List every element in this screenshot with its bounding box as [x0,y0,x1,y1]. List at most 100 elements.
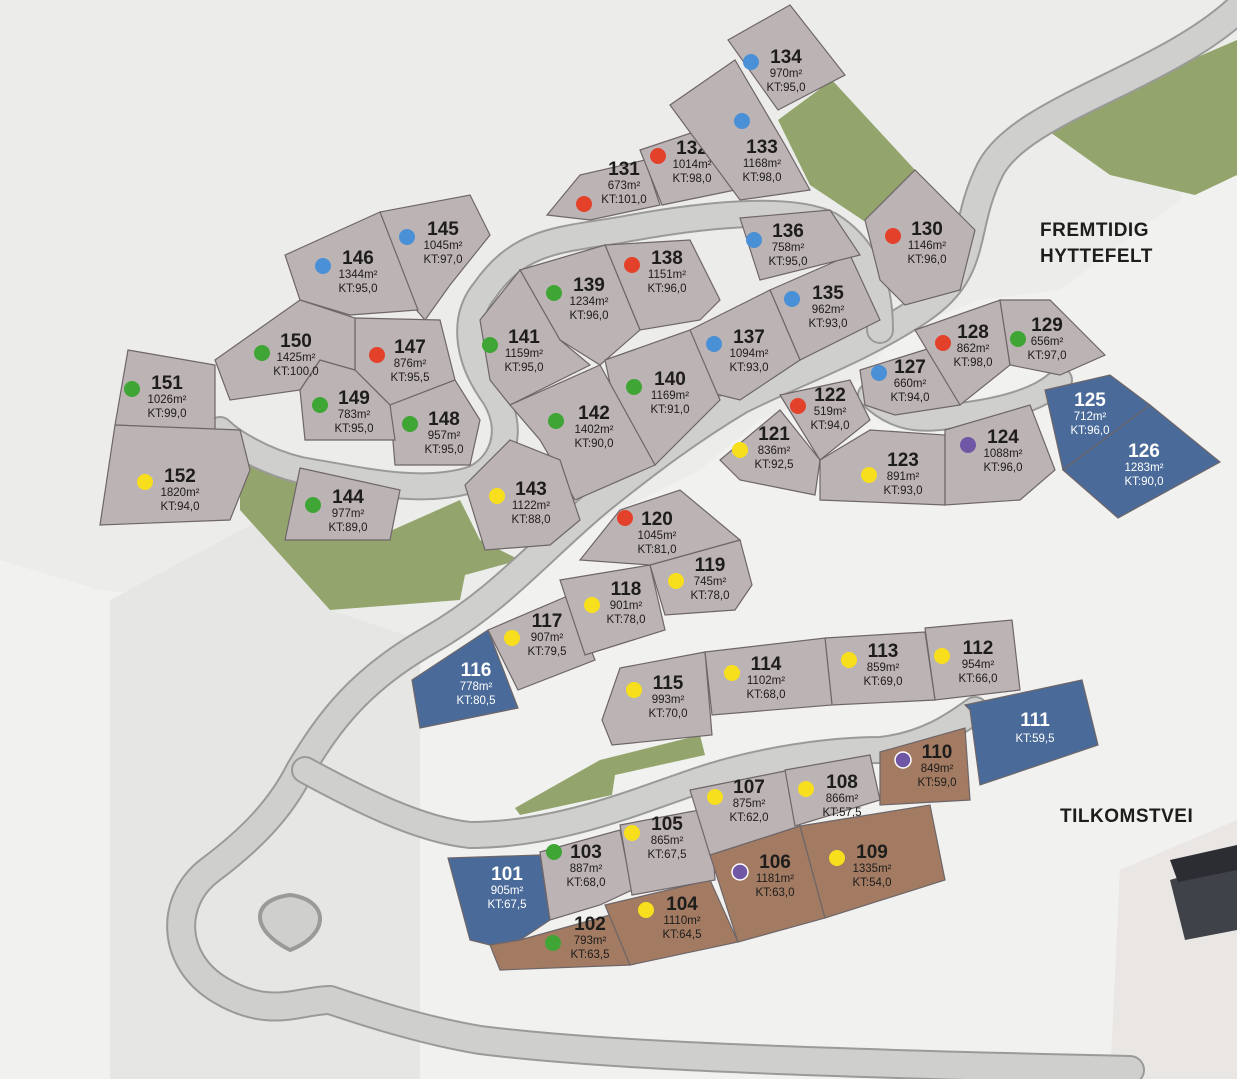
plot-116-shape[interactable] [411,629,519,729]
plot-number: 121 [758,424,790,445]
future-area-label-line2: HYTTEFELT [1040,246,1153,267]
status-dot-red-icon [576,196,592,212]
plot-130-shape[interactable] [864,169,976,306]
plot-120-shape[interactable] [578,489,742,566]
plot-elevation: KT:95,0 [769,256,808,268]
plot-elevation: KT:81,0 [638,544,677,556]
plot-121-shape[interactable] [719,409,821,496]
plot-elevation: KT:67,5 [488,899,527,911]
plot-105-shape[interactable] [619,807,716,896]
plot-area: 1335m² [853,863,892,875]
plot-elevation: KT:93,0 [884,485,923,497]
plot-150-shape[interactable] [214,299,356,401]
plot-115-shape[interactable] [601,651,713,746]
plot-103-shape[interactable] [539,829,633,921]
plot-111-shape[interactable] [963,679,1099,786]
plot-elevation: KT:90,0 [575,438,614,450]
plot-number: 126 [1128,441,1160,462]
plot-area: 891m² [887,471,920,483]
plot-143-shape[interactable] [464,439,581,551]
plot-126-shape[interactable] [1062,404,1222,519]
plot-134-shape[interactable] [727,4,846,111]
status-dot-blue-icon [746,232,762,248]
plot-number: 141 [508,327,540,348]
plot-number: 120 [641,509,673,530]
plot-elevation: KT:68,0 [567,877,606,889]
plot-number: 116 [461,660,492,681]
plot-142-shape[interactable] [509,364,656,501]
plot-114-shape[interactable] [704,637,833,716]
future-area-label-line1: FREMTIDIG [1040,220,1149,241]
plot-elevation: KT:95,0 [505,362,544,374]
plot-118-shape[interactable] [559,564,666,656]
status-dot-red-icon [617,510,633,526]
plot-148-shape[interactable] [389,379,481,466]
plot-133-shape[interactable] [669,59,811,201]
plot-124-shape[interactable] [944,404,1056,506]
plot-136-shape[interactable] [739,209,861,281]
status-dot-purple-icon [731,863,749,881]
green-area-west [240,440,520,610]
plot-146-shape[interactable] [284,211,419,316]
plot-elevation: KT:93,0 [730,362,769,374]
plot-number: 117 [532,611,563,632]
plot-elevation: KT:94,0 [161,501,200,513]
plot-number: 104 [666,894,698,915]
plot-110-shape[interactable] [879,727,971,806]
plot-elevation: KT:91,0 [651,404,690,416]
plot-129-shape[interactable] [999,299,1107,376]
plot-number: 124 [987,427,1019,448]
plot-117-shape[interactable] [487,594,596,691]
plot-area: 849m² [921,763,954,775]
plot-144-shape[interactable] [284,467,401,541]
plot-152-shape[interactable] [99,424,251,526]
plot-141-shape[interactable] [479,268,592,406]
plot-elevation: KT:96,0 [570,310,609,322]
plot-109-shape[interactable] [799,804,946,919]
